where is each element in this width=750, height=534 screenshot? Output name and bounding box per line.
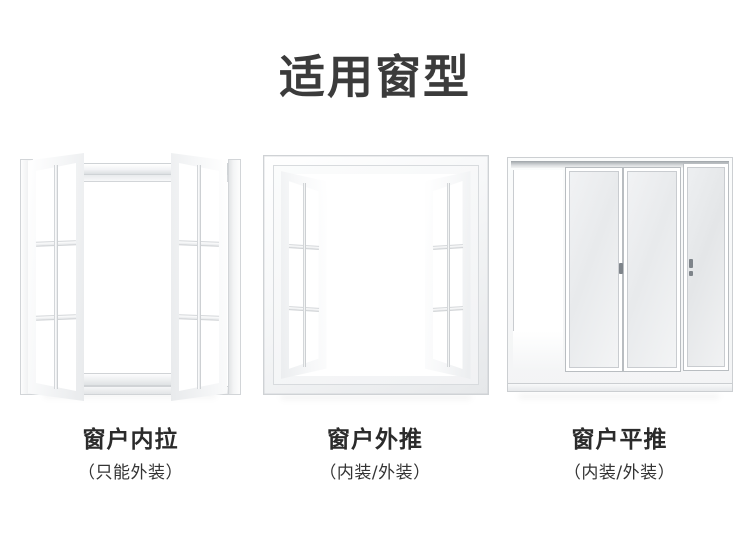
window-top-track	[511, 161, 729, 168]
inward-opening-casement-window-icon	[14, 145, 247, 403]
muntin-vertical	[197, 165, 201, 389]
panel-lock-icon[interactable]	[689, 271, 693, 276]
window-jamb-right	[228, 159, 241, 395]
muntin-vertical	[446, 183, 450, 367]
caption-subtitle: （内装/外装）	[563, 463, 676, 483]
outward-opening-casement-window-icon	[259, 145, 492, 403]
caption-inward: 窗户内拉 （只能外装）	[78, 425, 183, 486]
page-title: 适用窗型	[279, 50, 471, 104]
horizontal-sliding-window-icon	[503, 145, 736, 403]
window-type-item-inward[interactable]: 窗户内拉 （只能外装）	[14, 145, 247, 505]
window-type-item-outward[interactable]: 窗户外推 （内装/外装）	[259, 145, 492, 505]
muntin-vertical	[54, 165, 58, 389]
window-type-item-sliding[interactable]: 窗户平推 （内装/外装）	[503, 145, 736, 505]
caption-title: 窗户外推	[326, 427, 423, 453]
window-open-gap-sill	[513, 331, 563, 370]
caption-sliding: 窗户平推 （内装/外装）	[564, 425, 675, 486]
window-type-list: 窗户内拉 （只能外装）	[0, 145, 750, 505]
sliding-panel-left[interactable]	[565, 167, 623, 372]
panel-handle-icon[interactable]	[619, 263, 623, 274]
caption-title: 窗户平推	[571, 427, 668, 453]
caption-title: 窗户内拉	[82, 427, 179, 453]
caption-subtitle: （只能外装）	[78, 463, 183, 483]
sliding-panel-center[interactable]	[623, 167, 681, 372]
muntin-vertical	[302, 183, 306, 367]
panel-lock-icon[interactable]	[689, 259, 693, 268]
caption-outward: 窗户外推 （内装/外装）	[319, 425, 430, 486]
window-sill	[507, 383, 733, 392]
caption-subtitle: （内装/外装）	[319, 463, 431, 483]
